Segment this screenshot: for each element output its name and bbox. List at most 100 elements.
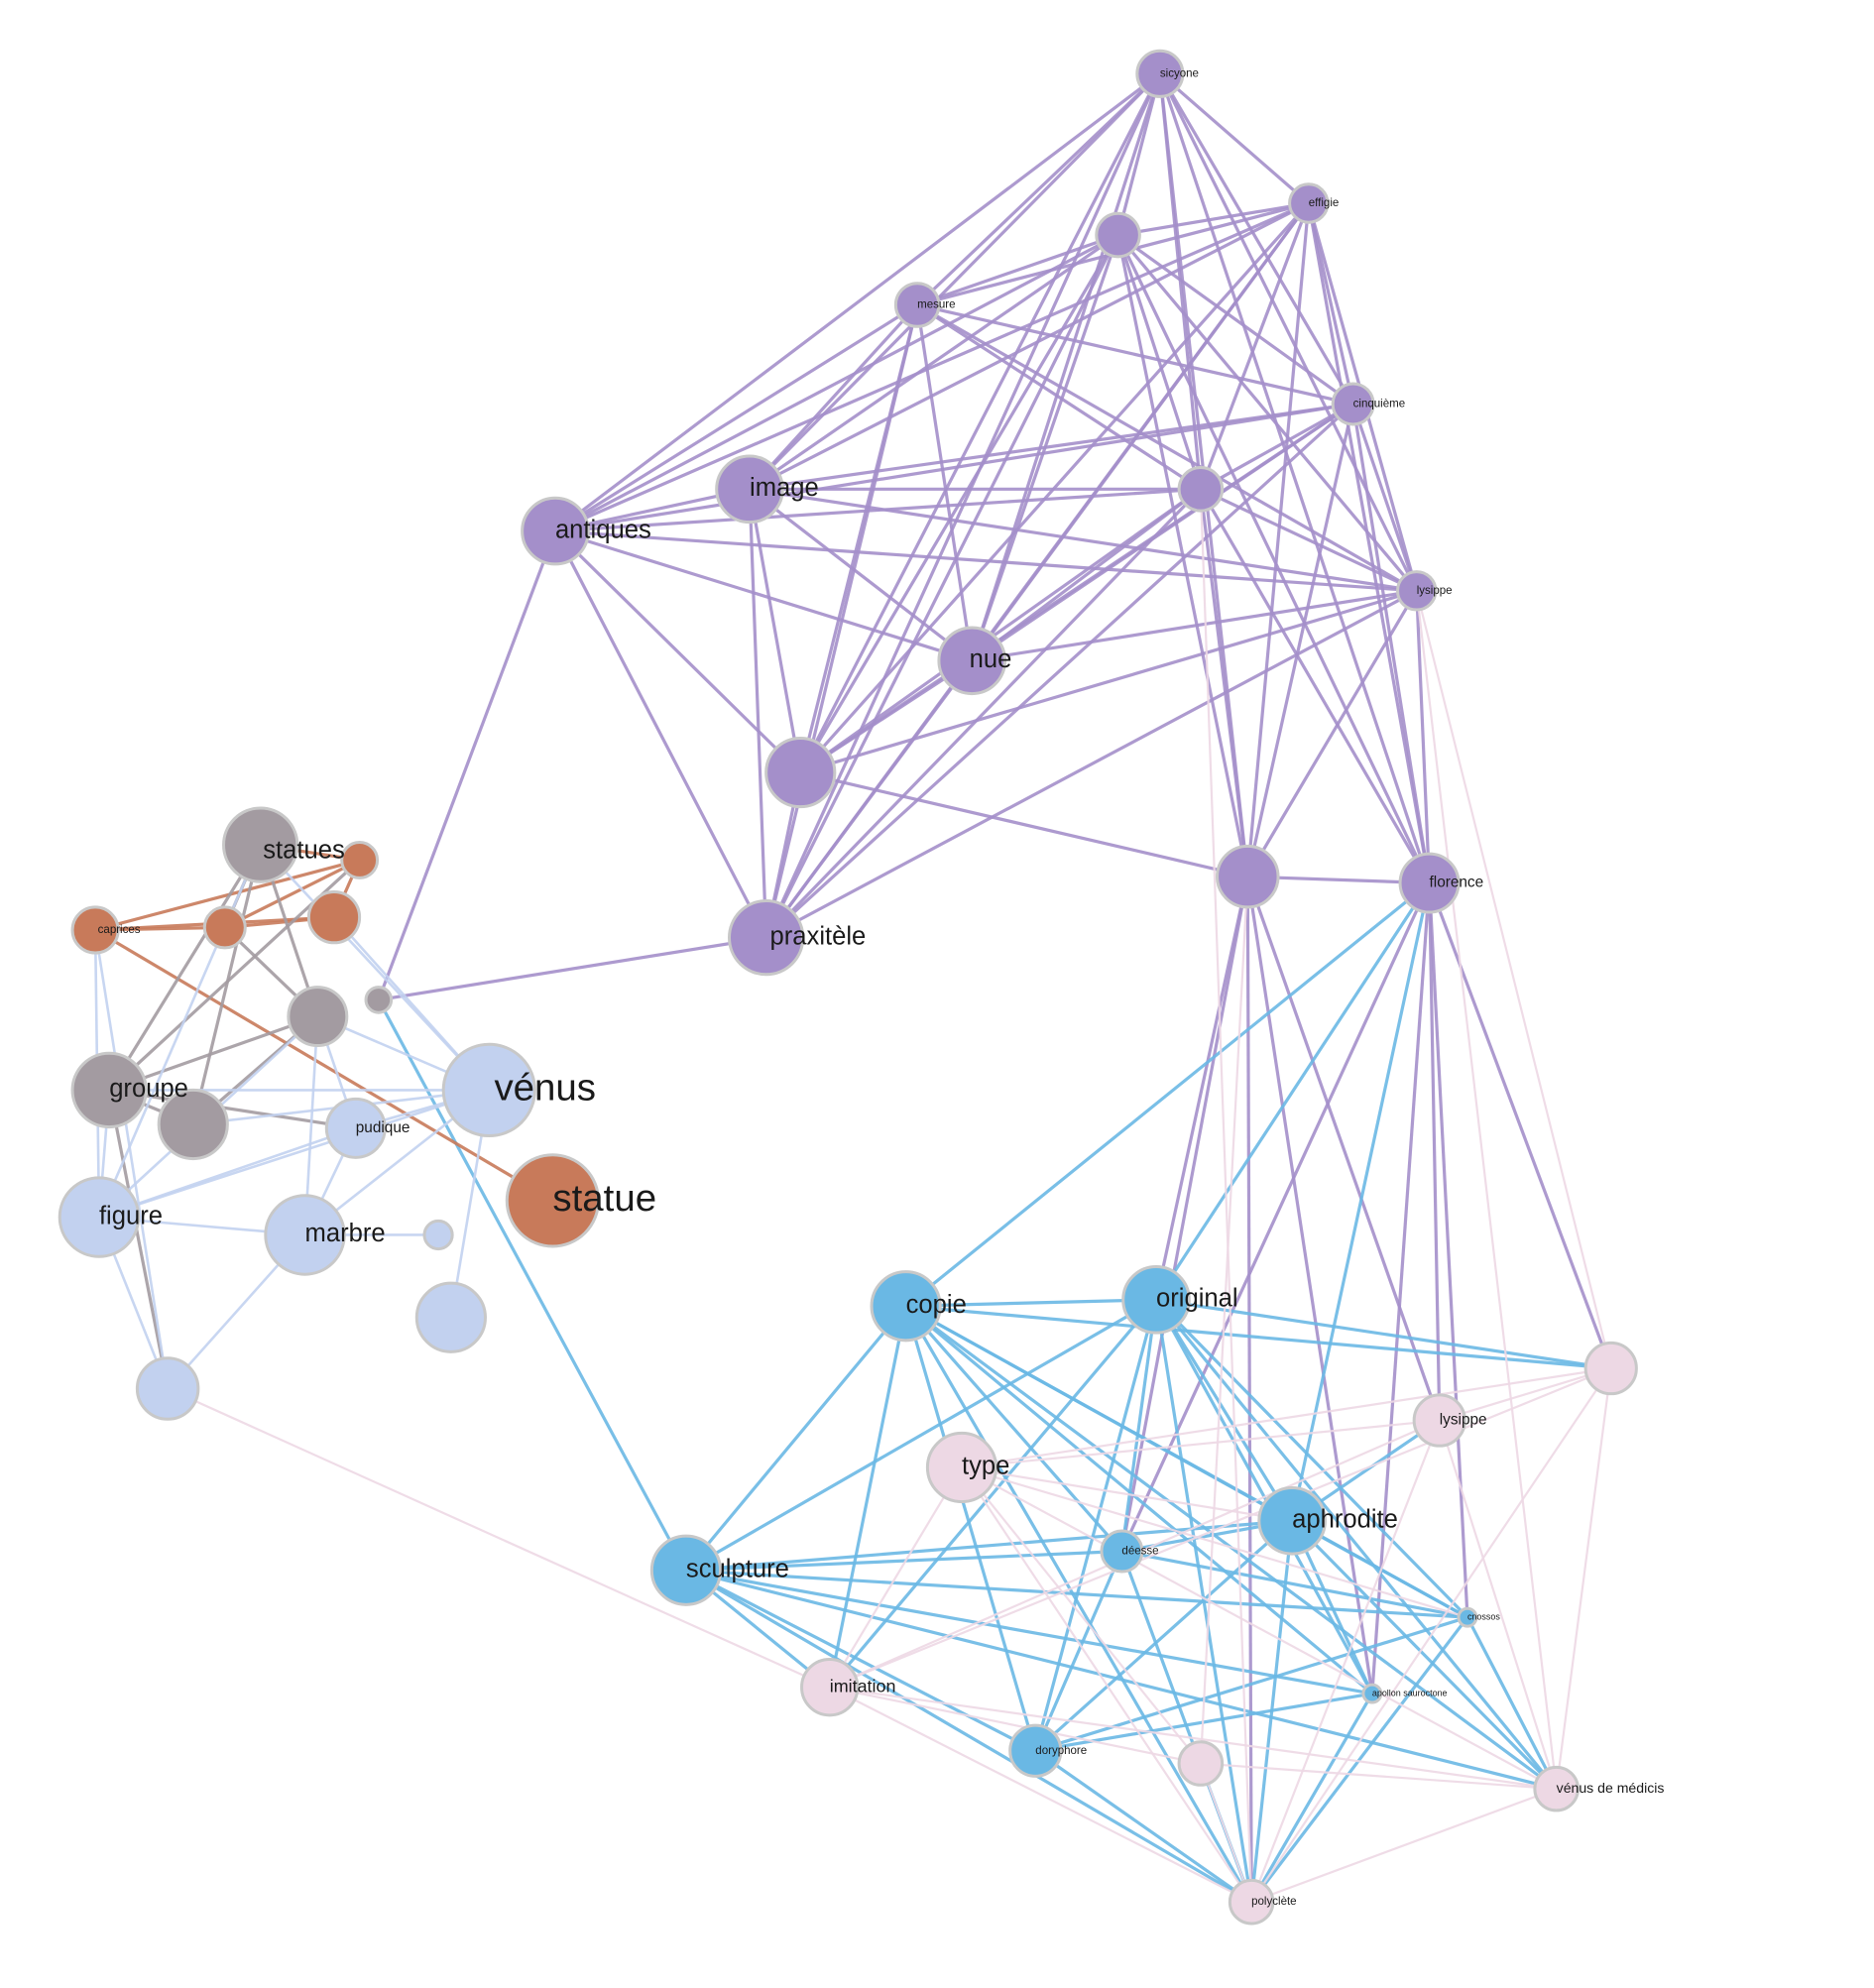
node-original[interactable] (1121, 1265, 1191, 1335)
edge-mesure-image (748, 303, 919, 491)
edge-copie-imitation (828, 1305, 908, 1688)
node-marbre[interactable] (264, 1194, 346, 1276)
edge-p_top-lysippe_p (1116, 234, 1418, 592)
node-polyclete[interactable] (1228, 1878, 1275, 1926)
edge-p_big-p_right (799, 770, 1248, 878)
node-label-groupe: groupe (109, 1075, 188, 1103)
node-sicyone[interactable] (1135, 49, 1185, 98)
node-g1[interactable] (287, 986, 349, 1048)
node-o2[interactable] (306, 890, 362, 945)
edge-p_top-mesure (916, 233, 1119, 307)
node-doryphore[interactable] (1008, 1723, 1063, 1778)
node-g3[interactable] (157, 1088, 229, 1161)
edge-imitation-venus_medicis (829, 1686, 1557, 1791)
node-label-original: original (1156, 1285, 1238, 1313)
edge-copie-original (905, 1298, 1157, 1308)
edge-pk2-venus_medicis (1200, 1762, 1557, 1791)
node-label-nue: nue (970, 645, 1012, 673)
node-p_right[interactable] (1216, 844, 1280, 909)
node-o3[interactable] (202, 905, 247, 950)
node-p_big[interactable] (764, 736, 837, 809)
edge-cinquieme-lysippe_p (1351, 403, 1419, 592)
node-lysippe[interactable] (1412, 1393, 1466, 1448)
edge-lysippe_p-praxitele (764, 589, 1418, 940)
node-lysippe_p[interactable] (1395, 570, 1438, 612)
edge-type-venus_medicis (961, 1465, 1558, 1791)
node-aphrodite[interactable] (1257, 1485, 1327, 1556)
node-pk2[interactable] (1177, 1740, 1225, 1787)
edge-p_top-florence (1116, 234, 1431, 884)
node-sculpture[interactable] (649, 1534, 723, 1606)
node-p_top[interactable] (1095, 211, 1141, 259)
edge-sculpture-doryphore (685, 1569, 1037, 1753)
node-venus[interactable] (441, 1042, 536, 1138)
edge-lysippe_p-pk1 (1415, 590, 1612, 1369)
edge-florence-b_small2 (1370, 882, 1432, 1695)
edge-pk1-imitation (829, 1367, 1612, 1689)
edge-p_top-antiques (554, 233, 1119, 533)
node-deesse[interactable] (1100, 1529, 1144, 1574)
edge-original-sculpture (685, 1298, 1157, 1573)
node-o1[interactable] (340, 841, 380, 879)
node-label-pudique: pudique (356, 1119, 410, 1136)
edge-sicyone-florence (1158, 72, 1432, 884)
node-label-florence: florence (1430, 875, 1484, 891)
edge-nue-praxitele (764, 659, 974, 939)
node-imitation[interactable] (800, 1657, 860, 1717)
node-antiques[interactable] (521, 496, 590, 566)
node-nue[interactable] (937, 626, 1007, 696)
edge-pk1-lysippe (1439, 1366, 1612, 1422)
node-mesure[interactable] (893, 282, 941, 328)
node-image[interactable] (715, 454, 784, 525)
edge-cinquieme-p_mid (1200, 403, 1354, 491)
edge-effigie-p_top (1117, 201, 1310, 237)
node-label-effigie: effigie (1309, 197, 1340, 209)
edge-copie-sculpture (684, 1305, 907, 1572)
node-florence[interactable] (1398, 852, 1461, 914)
node-effigie[interactable] (1288, 182, 1330, 224)
node-label-caprices: caprices (98, 924, 141, 936)
node-venus_medicis[interactable] (1533, 1765, 1580, 1813)
node-label-antiques: antiques (555, 516, 651, 543)
node-copie[interactable] (870, 1270, 942, 1343)
node-statue[interactable] (505, 1153, 601, 1248)
edge-effigie-antiques (554, 201, 1310, 533)
nodes-layer (58, 49, 1638, 1926)
node-label-mesure: mesure (917, 299, 955, 311)
edge-statues-g3 (191, 844, 263, 1125)
node-p_mid[interactable] (1177, 466, 1225, 513)
node-label-polyclete: polyclète (1251, 1896, 1296, 1908)
node-lb2[interactable] (414, 1281, 487, 1353)
node-pudique[interactable] (324, 1097, 387, 1159)
edge-sculpture-venus_medicis (685, 1569, 1558, 1791)
edge-effigie-florence (1307, 202, 1432, 883)
edge-p_mid-praxitele (764, 488, 1203, 939)
node-label-copie: copie (906, 1291, 967, 1319)
node-g2[interactable] (364, 986, 394, 1014)
edge-p_top-praxitele (764, 234, 1120, 939)
edge-pk1-polyclete (1250, 1367, 1612, 1903)
node-figure[interactable] (58, 1176, 141, 1258)
node-cinquieme[interactable] (1331, 382, 1375, 426)
node-label-venus_medicis: vénus de médicis (1557, 1780, 1665, 1796)
edge-aphrodite-venus_medicis (1290, 1519, 1558, 1791)
edge-original-b_small1 (1154, 1298, 1469, 1619)
node-label-marbre: marbre (305, 1220, 386, 1247)
node-caprices[interactable] (70, 905, 120, 955)
node-lb1[interactable] (422, 1219, 454, 1251)
node-type[interactable] (925, 1431, 998, 1504)
node-praxitele[interactable] (727, 898, 805, 977)
node-statues[interactable] (222, 806, 299, 883)
edge-florence-original (1154, 881, 1431, 1301)
edge-groupe-lb3 (107, 1090, 170, 1389)
node-lb3[interactable] (135, 1356, 200, 1421)
node-b_small2[interactable] (1361, 1683, 1383, 1704)
node-groupe[interactable] (70, 1051, 148, 1129)
edge-effigie-image (749, 201, 1310, 491)
edge-statues-figure (97, 844, 262, 1219)
node-pk1[interactable] (1583, 1341, 1638, 1396)
edge-p_mid-florence (1199, 488, 1431, 884)
edge-florence-deesse (1119, 881, 1431, 1553)
node-b_small1[interactable] (1457, 1606, 1478, 1628)
